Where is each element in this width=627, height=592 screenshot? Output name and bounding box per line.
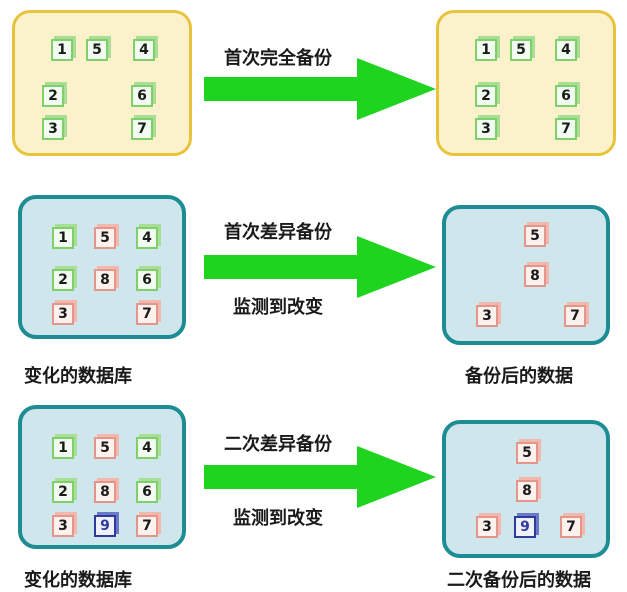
- second-backup-data-caption: 二次备份后的数据: [447, 570, 591, 591]
- data-block-7: 7: [131, 118, 153, 140]
- data-block-5: 5: [524, 225, 546, 247]
- data-block-7: 7: [560, 516, 582, 538]
- changed-database-caption: 变化的数据库: [24, 366, 132, 387]
- data-block-4: 4: [136, 227, 158, 249]
- data-block-1: 1: [52, 227, 74, 249]
- data-block-8: 8: [94, 269, 116, 291]
- full-backup-arrow: [204, 58, 436, 120]
- full-backup-label: 首次完全备份: [224, 48, 332, 69]
- data-block-5: 5: [94, 227, 116, 249]
- data-block-7: 7: [136, 303, 158, 325]
- data-block-1: 1: [51, 39, 73, 61]
- data-block-8: 8: [524, 265, 546, 287]
- data-block-6: 6: [136, 481, 158, 503]
- first-differential-label: 首次差异备份: [224, 222, 332, 243]
- data-block-9-new: 9: [94, 515, 116, 537]
- data-block-7: 7: [555, 118, 577, 140]
- changed-database-caption: 变化的数据库: [24, 570, 132, 591]
- second-differential-arrow: [204, 446, 436, 508]
- change-detected-label: 监测到改变: [233, 508, 323, 529]
- data-block-8: 8: [516, 480, 538, 502]
- data-block-2: 2: [42, 85, 64, 107]
- data-block-4: 4: [555, 39, 577, 61]
- data-block-6: 6: [136, 269, 158, 291]
- data-block-3: 3: [476, 305, 498, 327]
- data-block-3: 3: [476, 516, 498, 538]
- data-block-5: 5: [86, 39, 108, 61]
- source-database-panel-row3: 1 5 4 2 8 6 3 9 7: [18, 405, 186, 549]
- second-differential-label: 二次差异备份: [224, 434, 332, 455]
- data-block-7: 7: [564, 305, 586, 327]
- data-block-3: 3: [42, 118, 64, 140]
- source-database-panel-row2: 1 5 4 2 8 6 3 7: [18, 195, 186, 339]
- backup-panel-row1: 1 5 4 2 6 3 7: [436, 10, 616, 156]
- data-block-6: 6: [131, 85, 153, 107]
- data-block-6: 6: [555, 85, 577, 107]
- data-block-2: 2: [52, 269, 74, 291]
- data-block-4: 4: [133, 39, 155, 61]
- data-block-4: 4: [136, 437, 158, 459]
- source-database-panel-row1: 1 5 4 2 6 3 7: [12, 10, 192, 156]
- data-block-3: 3: [52, 515, 74, 537]
- data-block-1: 1: [52, 437, 74, 459]
- data-block-1: 1: [475, 39, 497, 61]
- data-block-9-new: 9: [514, 516, 536, 538]
- backup-panel-row3: 5 8 3 9 7: [442, 420, 610, 558]
- data-block-8: 8: [94, 481, 116, 503]
- data-block-3: 3: [52, 303, 74, 325]
- data-block-5: 5: [510, 39, 532, 61]
- data-block-5: 5: [94, 437, 116, 459]
- data-block-2: 2: [475, 85, 497, 107]
- data-block-3: 3: [475, 118, 497, 140]
- backup-data-caption: 备份后的数据: [465, 366, 573, 387]
- data-block-7: 7: [136, 515, 158, 537]
- data-block-5: 5: [516, 442, 538, 464]
- backup-panel-row2: 5 8 3 7: [442, 205, 610, 345]
- change-detected-label: 监测到改变: [233, 297, 323, 318]
- data-block-2: 2: [52, 481, 74, 503]
- first-differential-arrow: [204, 236, 436, 298]
